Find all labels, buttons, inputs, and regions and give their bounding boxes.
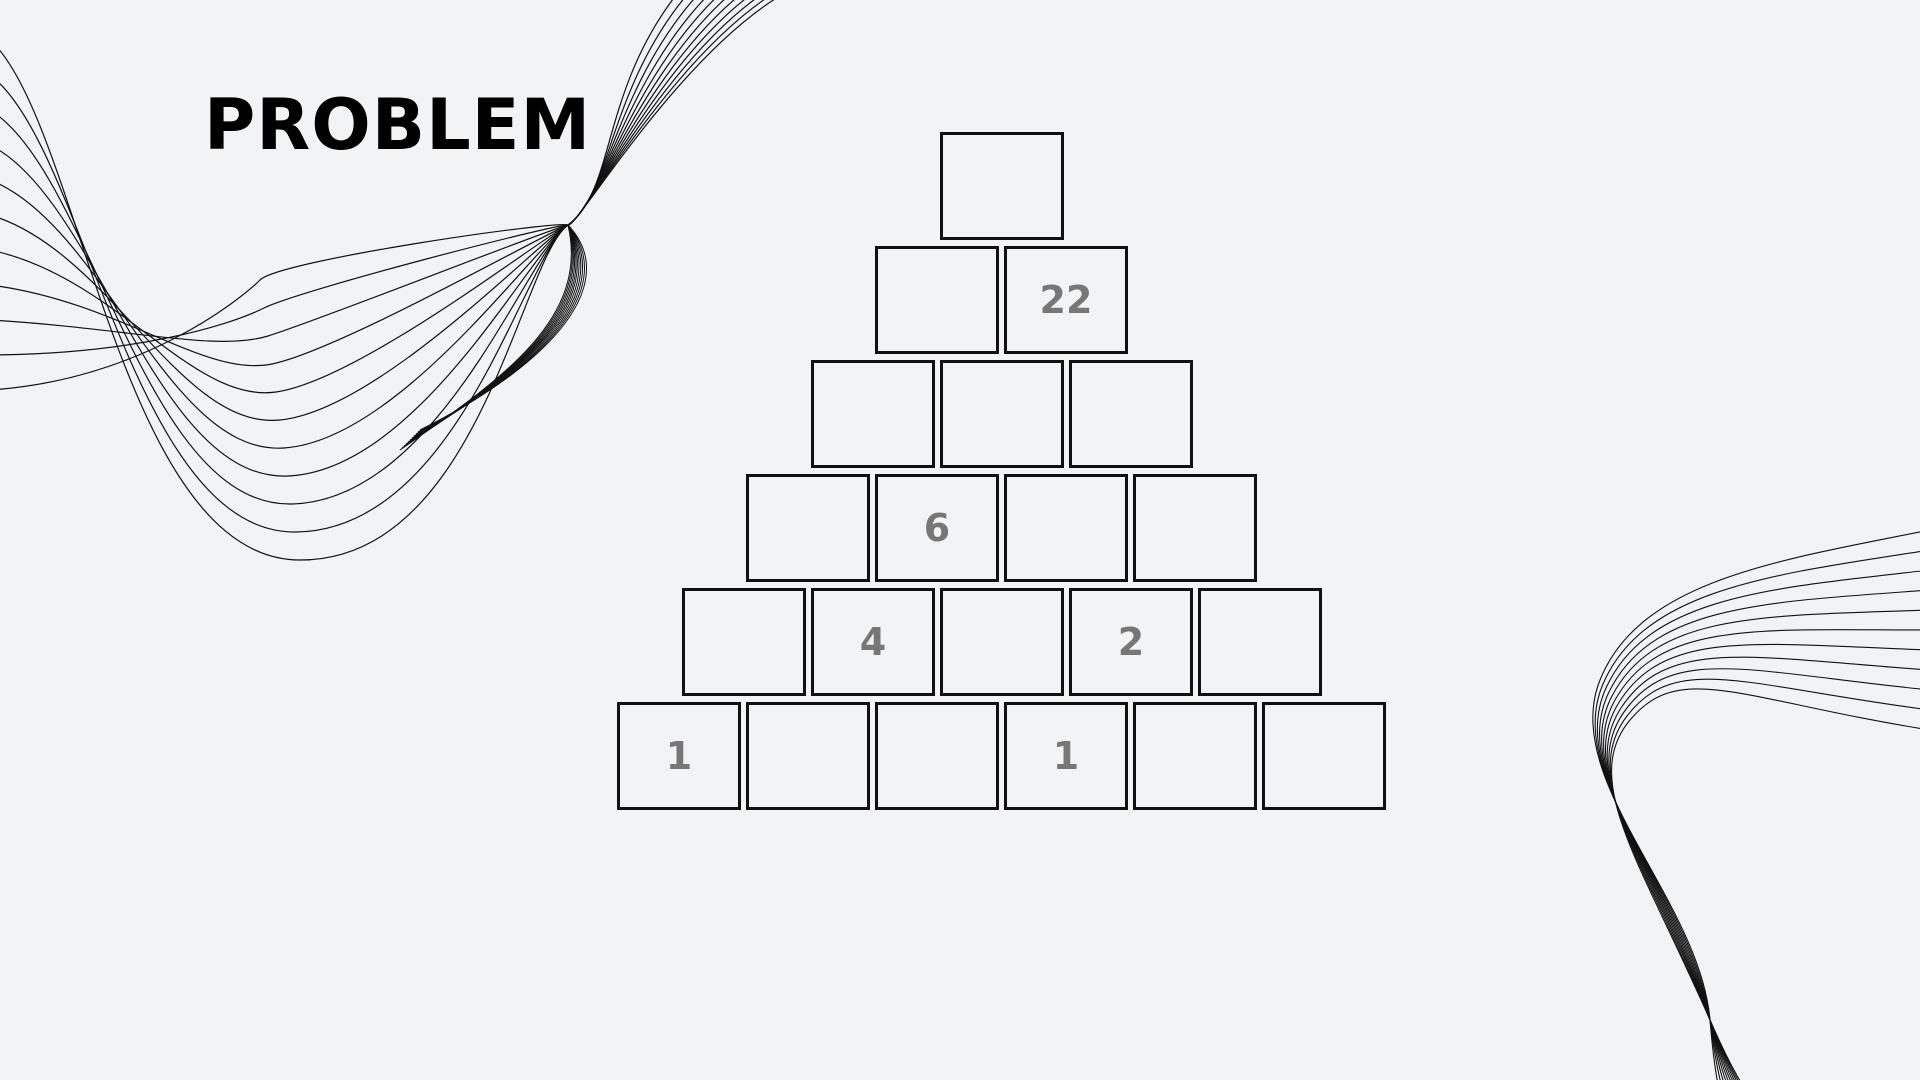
wave-line <box>1608 668 1920 1080</box>
pyramid-cell <box>682 588 806 696</box>
pyramid-cell <box>1133 702 1257 810</box>
wave-line <box>399 224 572 451</box>
wave-line <box>1611 688 1920 1080</box>
pyramid-cell <box>940 588 1064 696</box>
pyramid-cell <box>1069 360 1193 468</box>
pyramid-cell: 22 <box>1004 246 1128 354</box>
pyramid-cell <box>940 360 1064 468</box>
wave-line <box>0 0 684 533</box>
wave-line <box>0 0 746 367</box>
pyramid-cell <box>746 474 870 582</box>
wave-lines-ornament-bottom-right <box>1592 531 1920 1080</box>
pyramid-cell <box>811 360 935 468</box>
pyramid-cell <box>940 132 1064 240</box>
pyramid-cell: 6 <box>875 474 999 582</box>
pyramid-cell <box>875 246 999 354</box>
wave-line <box>1604 643 1920 1080</box>
pyramid-cell <box>875 702 999 810</box>
wave-line <box>1606 656 1920 1080</box>
pyramid-cell: 1 <box>617 702 741 810</box>
pyramid-cell <box>1004 474 1128 582</box>
pyramid-cell: 4 <box>811 588 935 696</box>
wave-line <box>0 0 765 356</box>
pyramid-cell <box>1198 588 1322 696</box>
pyramid-cell: 2 <box>1069 588 1193 696</box>
wave-line <box>0 0 725 421</box>
wave-lines-ornament-top-left <box>0 0 775 561</box>
pyramid-cell <box>746 702 870 810</box>
wave-line <box>0 0 775 390</box>
pyramid-cell <box>1262 702 1386 810</box>
slide-title: PROBLEM <box>204 84 592 166</box>
wave-line <box>1609 678 1920 1080</box>
pyramid-cell <box>1133 474 1257 582</box>
pyramid-cell: 1 <box>1004 702 1128 810</box>
